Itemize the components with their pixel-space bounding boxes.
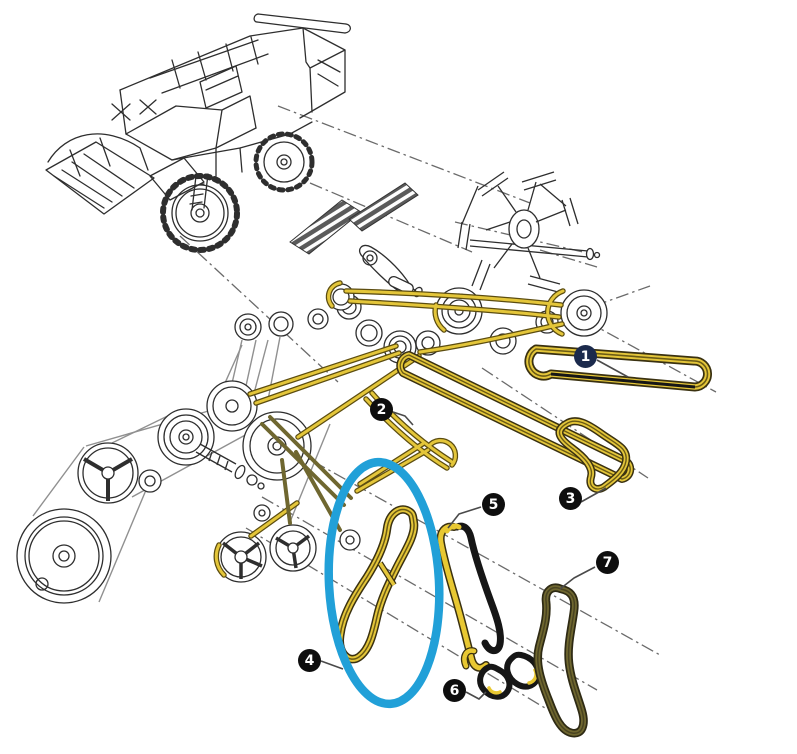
callout-4[interactable]: 4 xyxy=(298,649,321,672)
phantom-lines xyxy=(179,105,717,709)
belt-4[interactable] xyxy=(340,509,414,659)
callout-7[interactable]: 7 xyxy=(596,551,619,574)
installed-belt-strands xyxy=(213,280,566,578)
feeder-chain xyxy=(289,182,419,255)
callout-3[interactable]: 3 xyxy=(559,487,582,510)
beater-component xyxy=(457,171,601,293)
callout-4-label: 4 xyxy=(304,652,315,669)
callout-1[interactable]: 1 xyxy=(574,345,597,368)
belt-5[interactable] xyxy=(436,522,504,672)
callout-7-label: 7 xyxy=(602,554,613,571)
combine-harvester-illustration xyxy=(45,13,352,253)
belt-7[interactable] xyxy=(538,588,584,734)
callout-5-label: 5 xyxy=(488,496,499,513)
callout-2[interactable]: 2 xyxy=(370,398,393,421)
callout-1-label: 1 xyxy=(580,348,591,365)
callout-6-label: 6 xyxy=(449,682,460,699)
callout-5[interactable]: 5 xyxy=(482,493,505,516)
highlight-ellipse xyxy=(324,457,444,709)
pulley-cluster xyxy=(16,275,608,604)
belt-6[interactable] xyxy=(460,647,542,700)
callout-leader-lines xyxy=(320,359,629,700)
callout-2-label: 2 xyxy=(376,401,387,418)
callout-6[interactable]: 6 xyxy=(443,679,466,702)
belt-1[interactable] xyxy=(529,349,708,387)
callout-3-label: 3 xyxy=(565,490,576,507)
